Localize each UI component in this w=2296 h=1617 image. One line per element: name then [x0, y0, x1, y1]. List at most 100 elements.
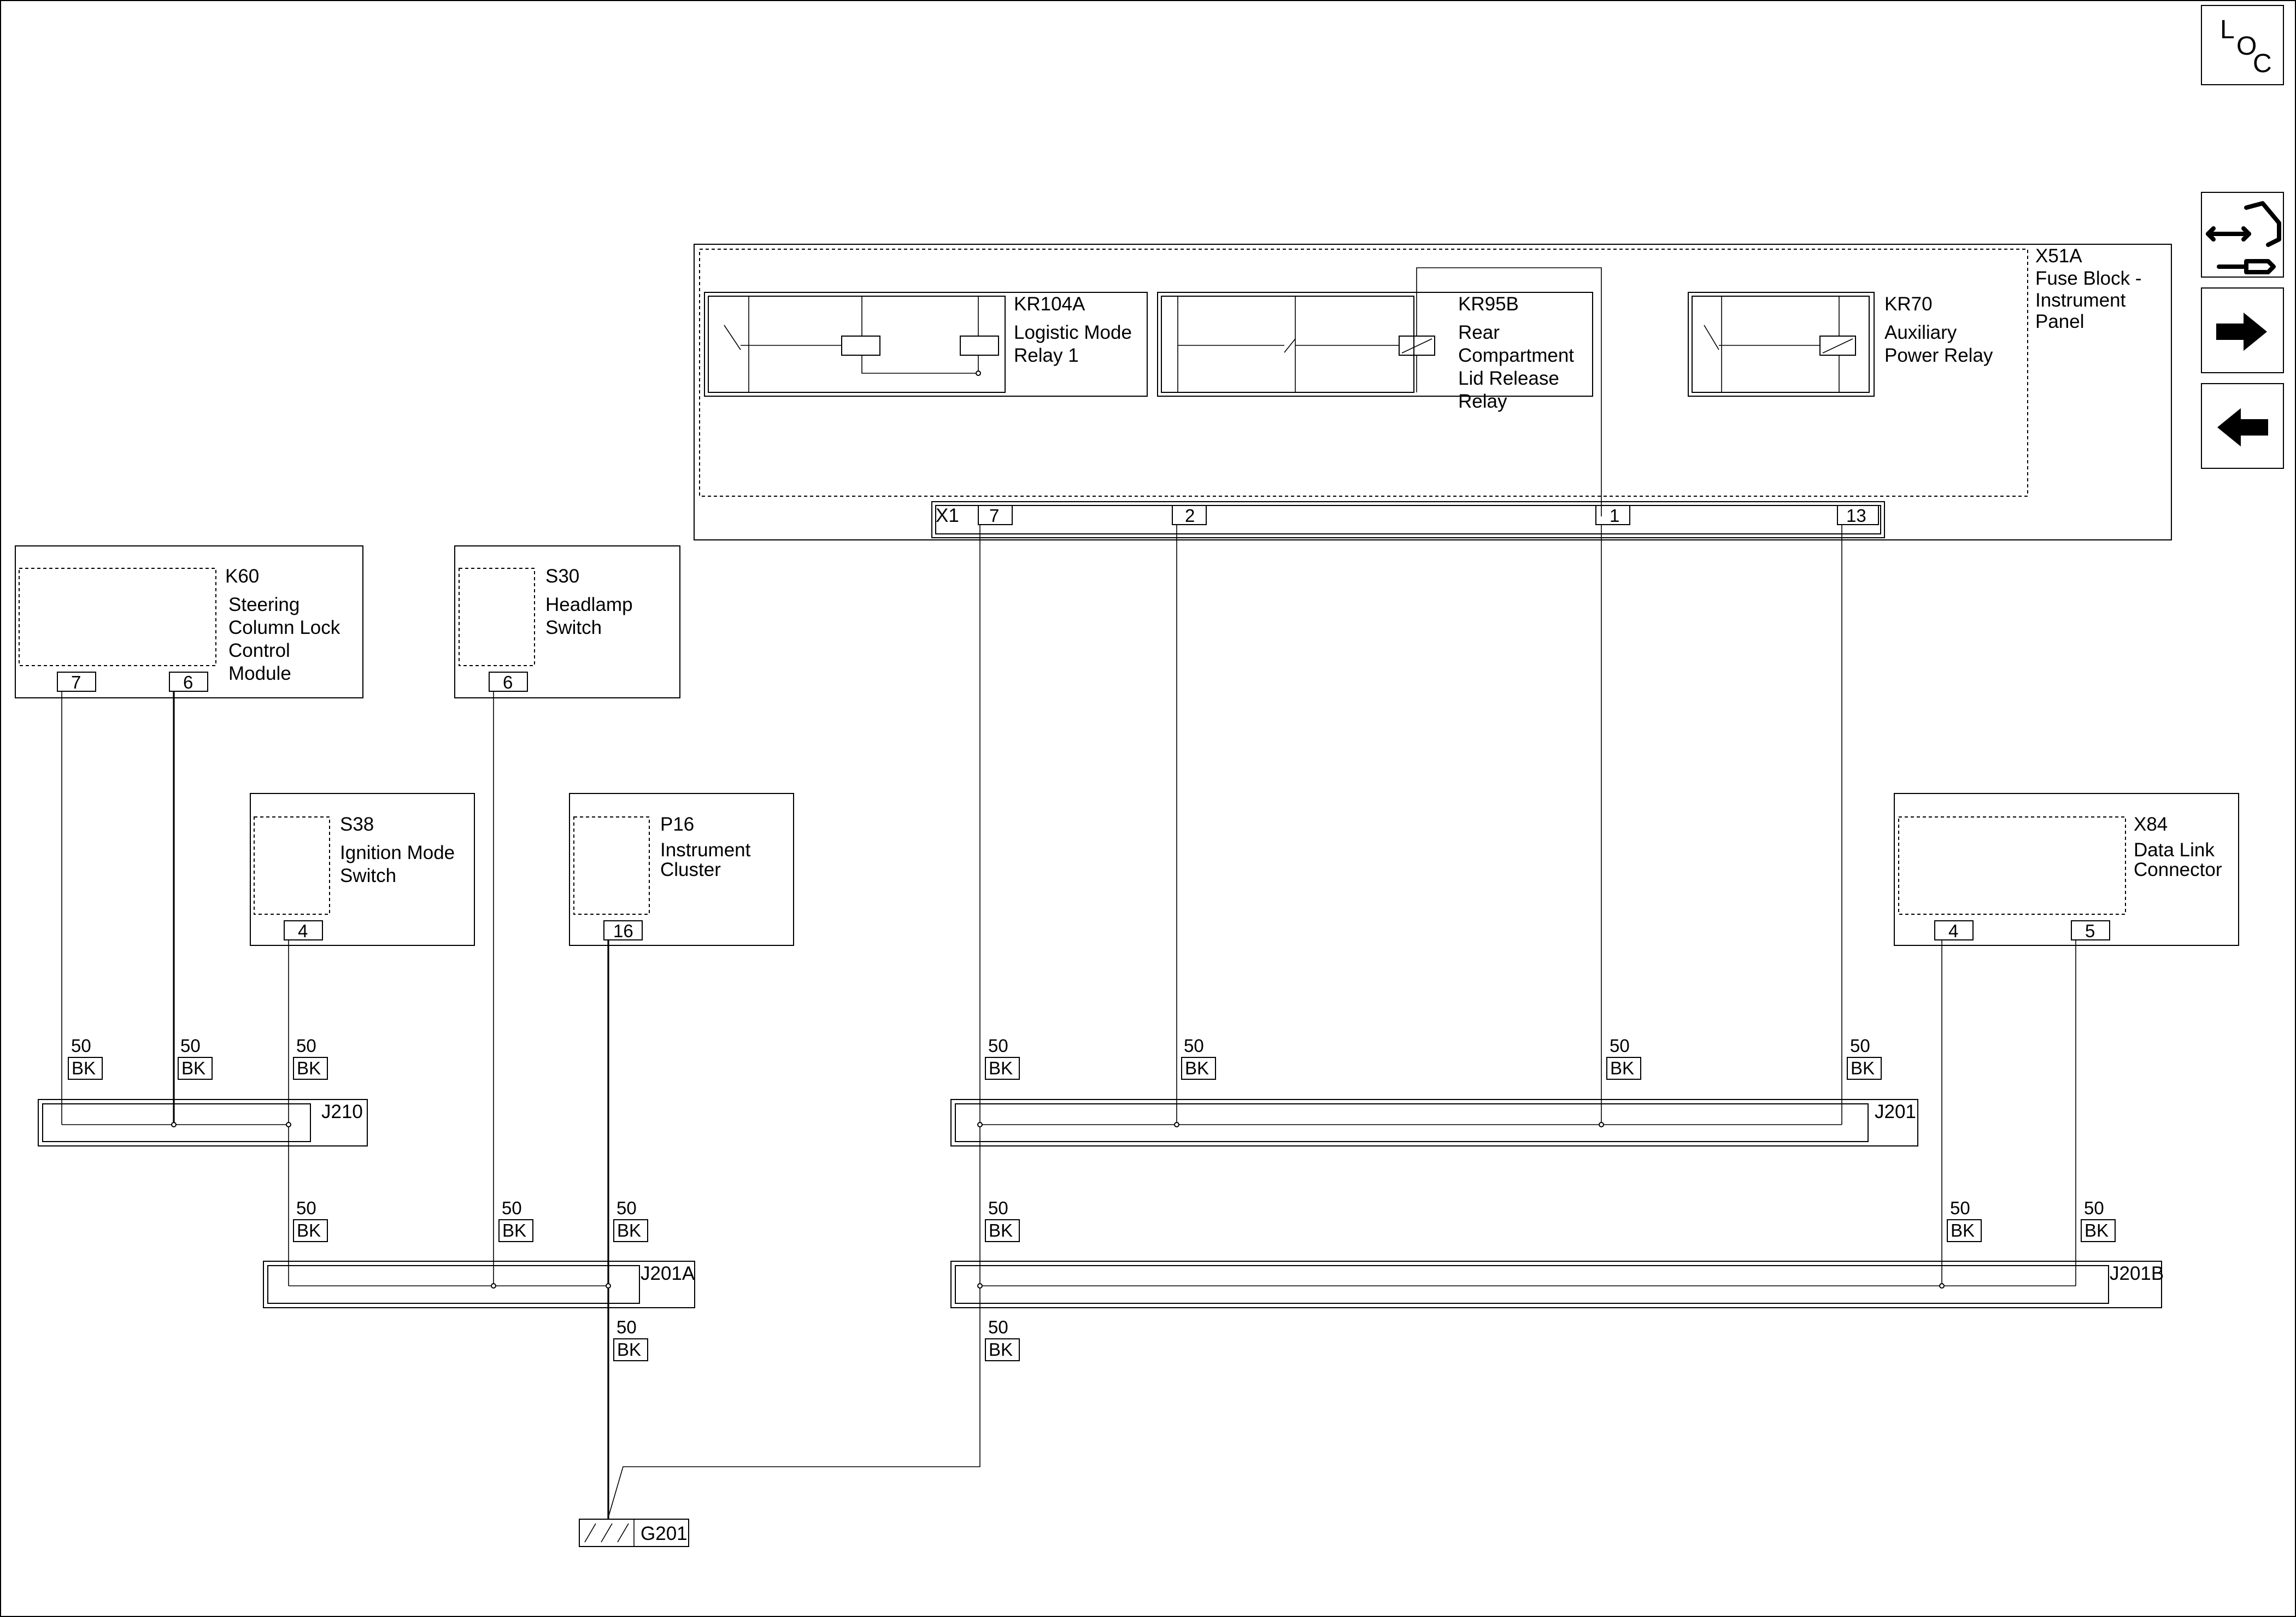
fuse-pin-7: 7: [989, 505, 999, 526]
wire-label: 50 BK: [985, 1317, 1020, 1361]
svg-text:BK: BK: [502, 1220, 526, 1240]
svg-text:BK: BK: [617, 1220, 641, 1240]
previous-page-button[interactable]: [2201, 383, 2284, 469]
x84-name-1: Data Link: [2134, 839, 2215, 861]
arrow-right-icon: [2216, 313, 2267, 351]
svg-text:50: 50: [1610, 1036, 1630, 1056]
k60-name-2: Column Lock: [228, 617, 340, 638]
ground-label: G201: [641, 1523, 688, 1544]
relay-kr95b-name-1: Rear: [1458, 322, 1500, 343]
s30-name-2: Switch: [545, 617, 602, 638]
loc-letter-o: O: [2236, 32, 2257, 61]
svg-text:BK: BK: [617, 1339, 641, 1360]
relay-kr70-id: KR70: [1884, 293, 1933, 315]
svg-text:BK: BK: [181, 1058, 205, 1078]
arrow-left-icon: [2217, 408, 2268, 446]
splice-j201a: J201A: [263, 1261, 695, 1308]
s30-name-1: Headlamp: [545, 594, 633, 615]
splice-j201: J201: [950, 1099, 1918, 1146]
relay-kr95b-name-2: Compartment: [1458, 345, 1574, 366]
svg-text:BK: BK: [989, 1220, 1013, 1240]
wires: [61, 525, 2076, 1520]
k60-pin-6: 6: [183, 672, 193, 692]
splice-j210-label: J210: [321, 1101, 363, 1122]
relay-kr95b-name-4: Relay: [1458, 391, 1507, 412]
svg-text:50: 50: [988, 1036, 1008, 1056]
fuse-pin-2: 2: [1185, 505, 1195, 526]
next-page-button[interactable]: [2201, 287, 2284, 373]
relay-kr104a-id: KR104A: [1014, 293, 1085, 315]
svg-text:BK: BK: [1951, 1220, 1975, 1240]
relay-kr104a: KR104A Logistic Mode Relay 1: [704, 292, 1148, 397]
x84-pin-5: 5: [2085, 921, 2095, 941]
s38-name-1: Ignition Mode: [340, 842, 455, 863]
svg-text:BK: BK: [989, 1058, 1013, 1078]
connector-x1-label: X1: [936, 505, 959, 526]
svg-text:50: 50: [71, 1036, 91, 1056]
splice-j201a-label: J201A: [641, 1263, 695, 1284]
fuse-block-id: X51A: [2035, 245, 2082, 267]
wire-label: 50 BK: [293, 1198, 328, 1242]
svg-text:50: 50: [988, 1198, 1008, 1218]
location-button[interactable]: L O C: [2201, 5, 2284, 85]
component-s38: S38 Ignition Mode Switch 4: [250, 793, 475, 946]
svg-text:50: 50: [2084, 1198, 2104, 1218]
s38-id: S38: [340, 814, 374, 835]
component-p16: P16 Instrument Cluster 16: [569, 793, 794, 946]
relay-kr70: KR70 Auxiliary Power Relay: [1688, 292, 1993, 397]
svg-text:BK: BK: [72, 1058, 96, 1078]
wire-label: 50 BK: [1847, 1036, 1882, 1080]
component-x84: X84 Data Link Connector 4 5: [1894, 793, 2239, 946]
svg-text:BK: BK: [1185, 1058, 1209, 1078]
svg-text:50: 50: [296, 1036, 316, 1056]
svg-text:50: 50: [502, 1198, 522, 1218]
relay-kr70-name-2: Power Relay: [1884, 345, 1993, 366]
p16-name-2: Cluster: [660, 859, 721, 880]
wire-label: 50 BK: [1606, 1036, 1641, 1080]
wire-label: 50 BK: [1947, 1198, 1982, 1242]
svg-text:50: 50: [180, 1036, 201, 1056]
x84-pin-4: 4: [1948, 921, 1958, 941]
relay-kr95b-name-3: Lid Release: [1458, 368, 1559, 389]
ground-symbol-icon: [584, 1523, 629, 1543]
wire-label: 50 BK: [1181, 1036, 1216, 1080]
wire-label: 50 BK: [178, 1036, 213, 1080]
x84-id: X84: [2134, 814, 2168, 835]
splice-j201b: J201B: [950, 1261, 2164, 1308]
relay-kr104a-node: [976, 371, 981, 376]
loc-letter-l: L: [2220, 15, 2235, 44]
component-k60: K60 Steering Column Lock Control Module …: [15, 545, 363, 698]
fuse-pin-13: 13: [1846, 505, 1866, 526]
wire-label: 50 BK: [613, 1198, 648, 1242]
relay-kr95b-id: KR95B: [1458, 293, 1519, 315]
s38-name-2: Switch: [340, 865, 396, 886]
s30-pin-6: 6: [503, 672, 513, 692]
relay-kr70-name-1: Auxiliary: [1884, 322, 1957, 343]
svg-text:50: 50: [296, 1198, 316, 1218]
fuse-block-x51a: X51A Fuse Block - Instrument Panel: [694, 244, 2172, 540]
splice-j201-label: J201: [1875, 1101, 1916, 1122]
splice-j201b-label: J201B: [2110, 1263, 2164, 1284]
relay-kr104a-name-2: Relay 1: [1014, 345, 1079, 366]
svg-text:BK: BK: [1851, 1058, 1875, 1078]
p16-pin-16: 16: [613, 921, 633, 941]
svg-text:BK: BK: [2084, 1220, 2109, 1240]
s38-pin-4: 4: [298, 921, 308, 941]
p16-id: P16: [660, 814, 694, 835]
k60-pin-7: 7: [71, 672, 81, 692]
k60-id: K60: [225, 566, 259, 587]
svg-text:50: 50: [988, 1317, 1008, 1337]
wire-label: 50 BK: [613, 1317, 648, 1361]
svg-text:50: 50: [1850, 1036, 1870, 1056]
svg-text:50: 50: [616, 1198, 637, 1218]
harness-routing-button[interactable]: [2201, 192, 2284, 278]
component-s30: S30 Headlamp Switch 6: [454, 545, 680, 698]
svg-text:50: 50: [1950, 1198, 1970, 1218]
wire-label: 50 BK: [985, 1036, 1020, 1080]
loc-letter-c: C: [2253, 49, 2272, 78]
svg-text:BK: BK: [297, 1058, 321, 1078]
fuse-block-name-3: Panel: [2035, 311, 2084, 332]
fuse-pin-1: 1: [1610, 505, 1619, 526]
